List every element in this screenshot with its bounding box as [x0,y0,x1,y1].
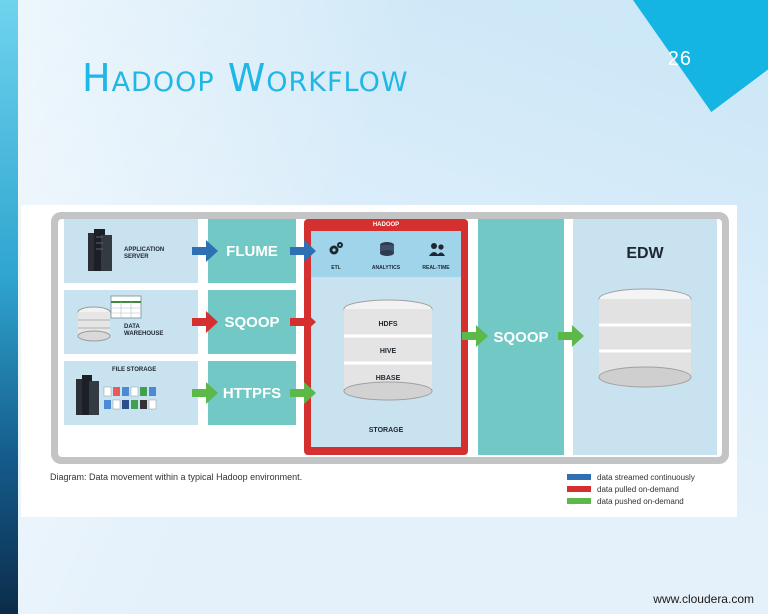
source-label-line2: SERVER [124,254,149,260]
diagram-frame: APPLICATION SERVER [51,212,729,464]
storage-label: STORAGE [368,427,404,434]
footer-url: www.cloudera.com [653,592,754,606]
source-label-line1: FILE STORAGE [112,367,157,373]
arrow-pushed-httpfs [192,382,218,404]
ingest-tool-label: SQOOP [224,313,280,331]
analytics-icon [380,242,394,256]
legend-swatch-blue [567,474,591,480]
source-application-server: APPLICATION SERVER [64,219,198,283]
server-icon [88,229,112,271]
tool-label: REAL-TIME [422,265,450,271]
legend-item: data pushed on-demand [567,495,695,507]
source-file-storage: FILE STORAGE [64,361,198,425]
tool-real-time: REAL-TIME [411,231,461,277]
tool-analytics: ANALYTICS [361,231,411,277]
tool-etl: ETL [311,231,361,277]
hadoop-label: HADOOP [372,222,400,228]
legend-label: data streamed continuously [597,472,695,482]
storage-layer-label: HBASE [376,375,401,382]
ingest-tool-httpfs: HTTPFS [208,361,296,425]
diagram-caption: Diagram: Data movement within a typical … [50,472,303,482]
gears-icon [329,242,343,255]
legend-item: data pulled on-demand [567,483,695,495]
storage-stack-icon: HDFS HIVE HBASE [343,299,433,401]
legend-label: data pushed on-demand [597,496,684,506]
file-storage-icon [76,375,157,415]
arrow-pushed-edw [558,325,584,347]
source-label-line1: DATA [124,324,140,330]
users-icon [429,243,445,256]
legend-label: data pulled on-demand [597,484,679,494]
source-label-line2: WAREHOUSE [124,331,164,337]
hadoop-cluster-box: HADOOP STORAGE ETL [304,219,468,455]
export-tool-sqoop: SQOOP [478,219,564,455]
arrow-streamed-flume [192,240,218,262]
left-accent-bar [0,0,18,614]
ingest-tool-sqoop: SQOOP [208,290,296,354]
slide-title: Hadoop Workflow [82,56,409,100]
flow-arrows [192,240,584,404]
legend-swatch-green [567,498,591,504]
arrow-pulled-sqoop [192,311,218,333]
tool-label: ANALYTICS [371,265,401,271]
page-number: 26 [667,48,692,70]
database-icon [77,295,142,342]
export-tool-label: SQOOP [493,328,549,346]
ingest-tool-flume: FLUME [208,219,296,283]
source-data-warehouse: DATA WAREHOUSE [64,290,198,354]
ingest-tool-label: FLUME [226,242,278,260]
arrow-pushed-hadoop [290,382,316,404]
arrow-streamed-hadoop [290,240,316,262]
destination-edw: EDW [573,219,717,455]
edw-database-icon [598,288,692,388]
tool-label: ETL [331,265,341,271]
legend: data streamed continuously data pulled o… [567,471,695,507]
source-label-line1: APPLICATION [124,247,165,253]
storage-layer-label: HDFS [378,321,397,328]
storage-layer-label: HIVE [380,348,397,355]
edw-label: EDW [626,245,664,262]
workflow-figure: APPLICATION SERVER [21,205,737,517]
legend-swatch-red [567,486,591,492]
arrow-pushed-sqoop-export [462,325,488,347]
legend-item: data streamed continuously [567,471,695,483]
diagram-canvas: APPLICATION SERVER [58,219,722,457]
arrow-pulled-hadoop [290,311,316,333]
ingest-tool-label: HTTPFS [222,384,282,402]
hadoop-tools-strip: ETL ANALYTICS [311,231,461,277]
